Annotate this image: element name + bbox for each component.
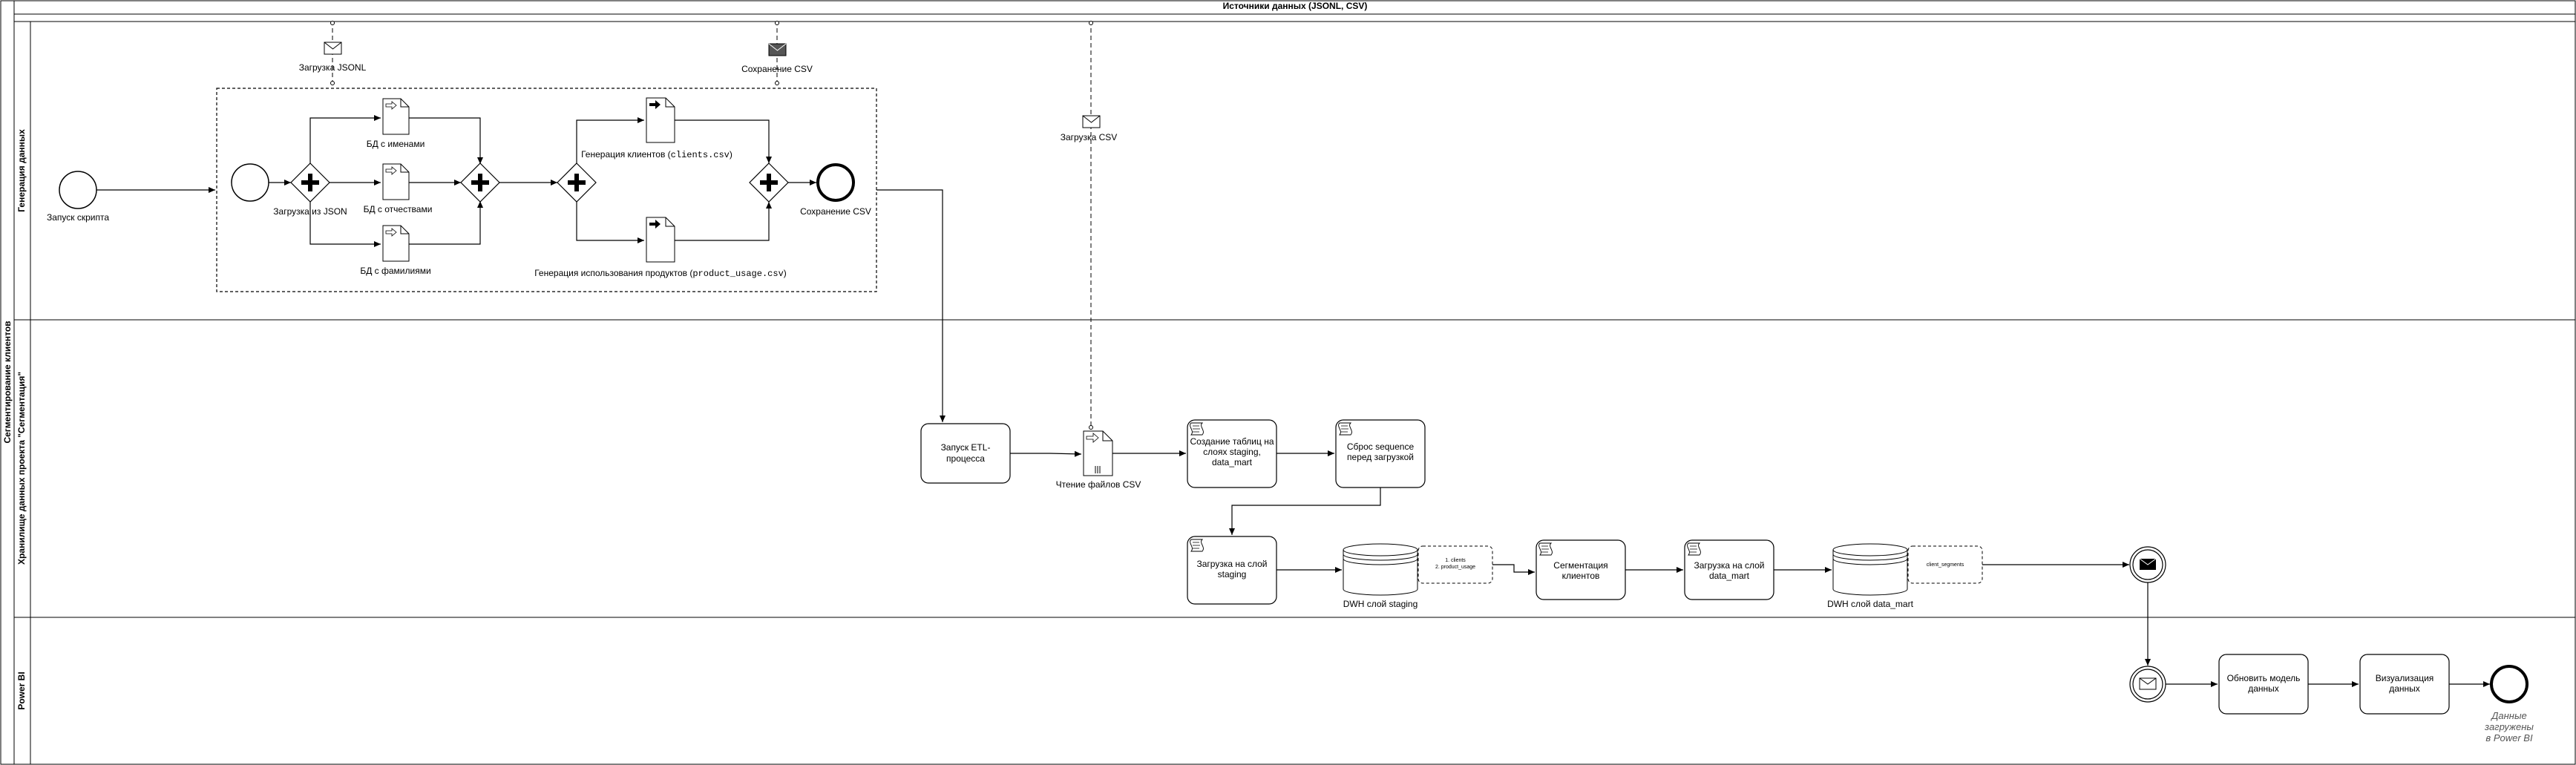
datamart-annotation-text: client_segments [1927, 562, 1964, 568]
script-icon [1687, 542, 1701, 556]
datastore-staging[interactable] [1343, 543, 1418, 596]
parallel-gateway-split-2[interactable] [557, 162, 597, 203]
parallel-gateway-split-1[interactable] [290, 162, 330, 203]
script-icon [1190, 422, 1204, 436]
task-reset-sequence[interactable] [1335, 419, 1426, 488]
script-icon [1538, 542, 1553, 556]
db-surnames-label: БД с фамилиями [360, 266, 430, 276]
task-create-tables[interactable] [1187, 419, 1277, 488]
message-save-csv-icon [768, 43, 787, 56]
message-load-csv-icon [1082, 115, 1101, 128]
parallel-gateway-join-1[interactable] [460, 162, 500, 203]
data-object-names[interactable] [382, 98, 410, 135]
end-event-powerbi[interactable] [2490, 665, 2529, 703]
task-etl-start-label: Запуск ETL-процесса [941, 442, 991, 464]
subprocess-start-event[interactable] [231, 163, 269, 202]
data-object-surnames[interactable] [382, 225, 410, 262]
datastore-staging-label: DWH слой staging [1343, 599, 1418, 609]
pool-title: Сегментирование клиентов [2, 321, 13, 443]
gen-clients-label: Генерация клиентов (clients.csv) [581, 149, 733, 160]
datastore-datamart[interactable] [1832, 543, 1908, 596]
lane-title-generation: Генерация данных [16, 129, 27, 212]
message-save-csv-label: Сохранение CSV [741, 64, 813, 74]
lane-title-powerbi: Power BI [16, 672, 27, 709]
start-event-script-label: Запуск скрипта [47, 212, 109, 223]
parallel-gateway-join-2[interactable] [749, 162, 789, 203]
lane-title-dwh: Хранилище данных проекта "Сегментация" [16, 372, 27, 565]
task-load-staging[interactable] [1187, 536, 1277, 605]
message-load-jsonl-icon [324, 42, 342, 55]
message-load-csv-label: Загрузка CSV [1061, 132, 1118, 142]
script-icon [1338, 422, 1352, 436]
message-load-jsonl-label: Загрузка JSONL [299, 62, 367, 73]
end-event-save-csv-label: Сохранение CSV [800, 206, 871, 217]
read-csv-label: Чтение файлов CSV [1056, 479, 1141, 490]
data-output-product-usage[interactable] [646, 217, 675, 263]
intermediate-catch-message-event[interactable] [2129, 666, 2166, 703]
pool-header: Источники данных (JSONL, CSV) [1223, 1, 1368, 11]
script-icon [1190, 539, 1204, 552]
db-patronymics-label: БД с отчествами [364, 204, 433, 214]
datamart-annotation [1907, 545, 1983, 584]
datastore-datamart-label: DWH слой data_mart [1827, 599, 1914, 609]
data-output-clients[interactable] [646, 97, 675, 143]
gen-usage-label: Генерация использования продуктов (produ… [534, 268, 787, 279]
db-names-label: БД с именами [367, 139, 425, 149]
end-event-save-csv[interactable] [816, 163, 855, 202]
data-object-patronymics[interactable] [382, 163, 410, 200]
task-load-datamart[interactable] [1684, 539, 1774, 600]
staging-annotation [1418, 545, 1493, 584]
intermediate-throw-message-event[interactable] [2129, 546, 2166, 583]
start-event-script[interactable] [59, 171, 97, 209]
data-read-csv[interactable] [1083, 430, 1113, 476]
